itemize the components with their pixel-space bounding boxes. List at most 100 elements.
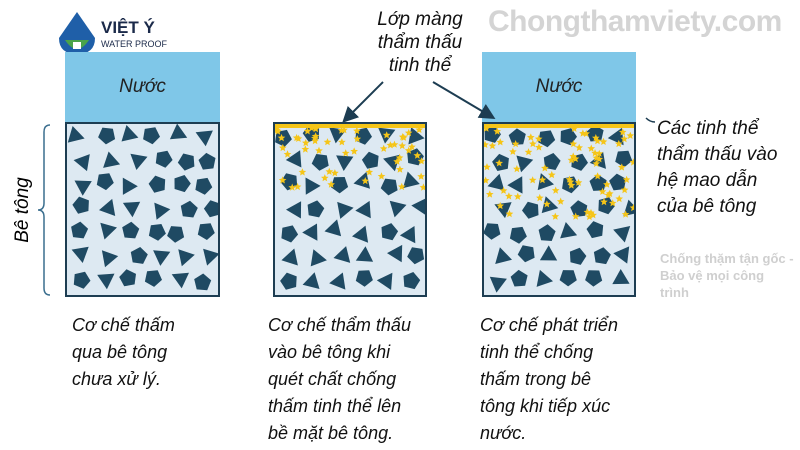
crystal-star	[566, 177, 575, 186]
aggregate-pentagon	[381, 223, 399, 241]
aggregate-pentagon	[119, 269, 136, 287]
aggregate-triangle	[329, 272, 346, 290]
aggregate-triangle	[399, 226, 416, 244]
crystal-star	[398, 133, 407, 141]
crystal-star	[595, 149, 604, 157]
crystal-star	[337, 126, 346, 134]
crystal-star	[493, 127, 501, 135]
crystal-star	[484, 140, 489, 148]
crystal-star	[608, 199, 617, 207]
crystal-star	[583, 208, 592, 216]
crystal-star	[585, 212, 594, 221]
aggregate-triangle	[169, 124, 188, 140]
crystal-star	[513, 165, 521, 173]
aggregate-triangle	[122, 201, 141, 218]
aggregate-triangle	[352, 225, 369, 243]
aggregate-pattern	[67, 124, 218, 291]
crystal-star	[600, 197, 608, 206]
crystal-star	[538, 176, 547, 184]
crystal-star	[417, 157, 425, 165]
crystal-star	[509, 147, 517, 155]
aggregate-pentagon	[361, 151, 379, 169]
aggregate-pentagon	[167, 226, 185, 243]
aggregate-triangle	[516, 155, 534, 173]
aggregate-triangle	[130, 153, 148, 170]
aggregate-pentagon	[174, 175, 191, 193]
aggregate-pentagon	[543, 153, 561, 170]
crystal-star	[413, 151, 422, 159]
crystal-star	[307, 124, 316, 132]
aggregate-pentagon	[198, 152, 216, 170]
aggregate-pentagon	[71, 221, 89, 239]
crystal-star	[417, 172, 425, 180]
aggregate-pentagon	[180, 200, 198, 218]
aggregate-pentagon	[280, 272, 297, 290]
crystal-star	[529, 139, 537, 148]
crystal-star	[582, 129, 590, 137]
aggregate-triangle	[302, 272, 320, 289]
watermark-slogan: Chống thặm tận gốc - Bảo vệ mọi công trì…	[660, 251, 794, 300]
crystal-star	[303, 127, 312, 135]
crystal-star	[575, 143, 583, 151]
aggregate-triangle	[302, 223, 318, 241]
arrow-to-crystallized	[432, 81, 496, 120]
crystal-star	[484, 176, 490, 184]
crystal-star	[377, 172, 386, 180]
aggregate-pentagon	[380, 178, 398, 196]
crystal-star	[283, 150, 292, 158]
aggregate-triangle	[324, 219, 342, 237]
crystal-star	[398, 141, 406, 150]
crystal-star	[419, 183, 425, 191]
crystal-star	[302, 139, 310, 147]
membrane-line: Lớp màng	[377, 9, 463, 30]
crystal-star	[488, 141, 497, 150]
aggregate-pentagon	[197, 223, 215, 240]
aggregate-triangle	[403, 171, 420, 189]
aggregate-pentagon	[155, 150, 173, 168]
aggregate-triangle	[121, 125, 139, 142]
crystal-star	[615, 139, 623, 148]
crystal-star	[567, 181, 576, 189]
aggregate-triangle	[178, 249, 195, 267]
caption-line: chưa xử lý.	[72, 369, 161, 389]
concrete-block-coated	[273, 122, 427, 297]
aggregate-pentagon	[331, 177, 349, 194]
aggregate-pentagon	[203, 200, 218, 218]
logo-house-drop-icon	[59, 12, 95, 54]
aggregate-pentagon	[403, 272, 421, 290]
crystal-pointer	[645, 117, 656, 123]
crystal-star	[604, 191, 613, 199]
crystal-star	[556, 197, 565, 205]
arrow-to-coated	[342, 81, 384, 123]
aggregate-pentagon	[508, 128, 526, 145]
aggregate-triangle	[286, 201, 302, 219]
aggregate-pentagon	[517, 245, 535, 263]
crystal-star	[496, 138, 504, 146]
aggregate-pentagon	[281, 225, 299, 243]
crystals-line: hệ mao dẫn	[657, 170, 758, 191]
logo-brand: VIỆT Ý	[101, 18, 155, 37]
crystal-star	[415, 125, 423, 133]
aggregate-pentagon	[609, 173, 626, 191]
logo: VIỆT Ý WATER PROOF	[55, 8, 175, 58]
aggregate-triangle	[612, 269, 630, 285]
caption-line: qua bê tông	[72, 342, 168, 362]
crystal-star	[551, 186, 560, 194]
crystal-star	[312, 124, 320, 133]
aggregate-pentagon	[560, 128, 577, 146]
crystal-star	[599, 137, 608, 145]
crystal-star	[293, 182, 302, 191]
caption-line: thấm trong bê	[480, 369, 592, 389]
crystal-star	[495, 159, 503, 167]
crystal-star	[622, 175, 631, 183]
membrane-label: Lớp màng thẩm thấu tinh thể	[357, 8, 483, 77]
concrete-label: Bê tông	[12, 177, 34, 243]
crystals-line: Các tinh thể	[657, 118, 759, 139]
crystal-star	[547, 170, 556, 179]
crystal-star	[603, 180, 611, 188]
aggregate-pattern	[484, 124, 634, 293]
water-layer-3: Nước	[482, 52, 636, 122]
crystal-star	[511, 140, 520, 148]
crystal-star	[398, 182, 406, 191]
crystal-star	[361, 177, 370, 185]
